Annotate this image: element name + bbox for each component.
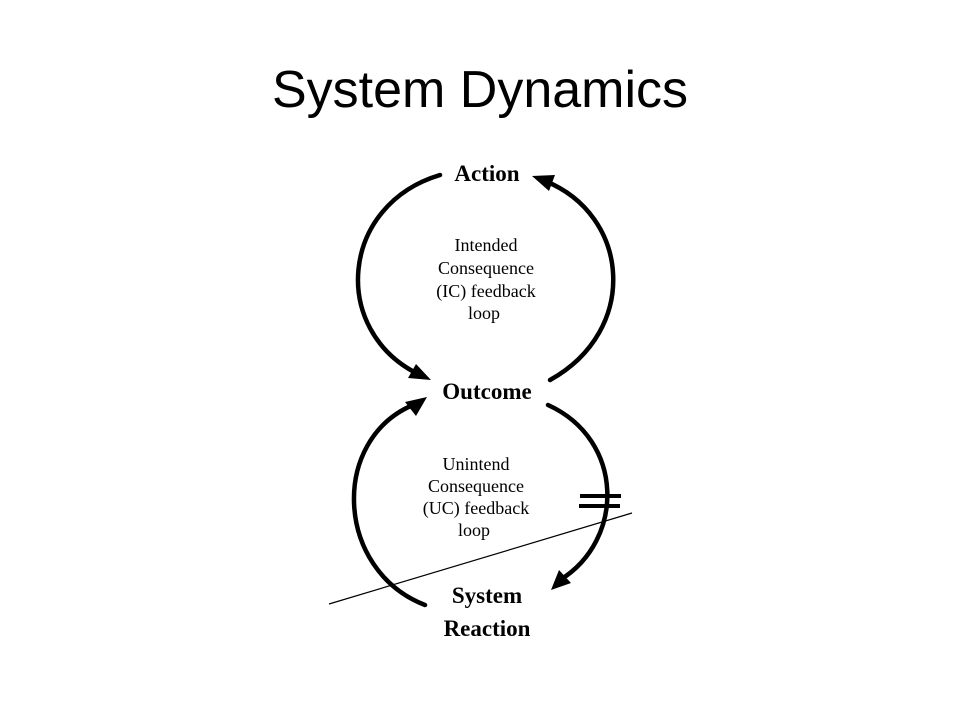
node-action: Action: [454, 161, 519, 186]
uc-loop-label-line3: (UC) feedback: [423, 498, 529, 519]
ic-loop-label-line3: (IC) feedback: [436, 281, 535, 302]
uc-right-arc: [545, 402, 610, 583]
uc-left-arc: [351, 402, 428, 608]
ic-loop-label-line1: Intended: [455, 235, 518, 255]
slide-title: System Dynamics: [271, 61, 689, 119]
diagonal-line: [328, 512, 633, 605]
ic-right-arrowhead: [532, 175, 555, 191]
ic-loop-label-line4: loop: [468, 303, 500, 323]
ic-loop-label-line2: Consequence: [438, 258, 534, 278]
node-system-reaction-line1: System: [452, 583, 522, 608]
uc-left-arrowhead: [405, 397, 427, 416]
uc-loop-label-line1: Unintend: [443, 454, 510, 474]
ic-left-arc: [355, 172, 443, 377]
ic-right-arc: [542, 178, 616, 383]
uc-loop-label-line2: Consequence: [428, 476, 524, 496]
uc-loop-label-line4: loop: [458, 520, 490, 540]
delay-marker: [579, 494, 621, 508]
uc-right-arrowhead: [551, 570, 571, 590]
ic-left-arrowhead: [408, 364, 431, 380]
node-outcome: Outcome: [442, 379, 531, 404]
node-system-reaction-line2: Reaction: [444, 616, 531, 641]
